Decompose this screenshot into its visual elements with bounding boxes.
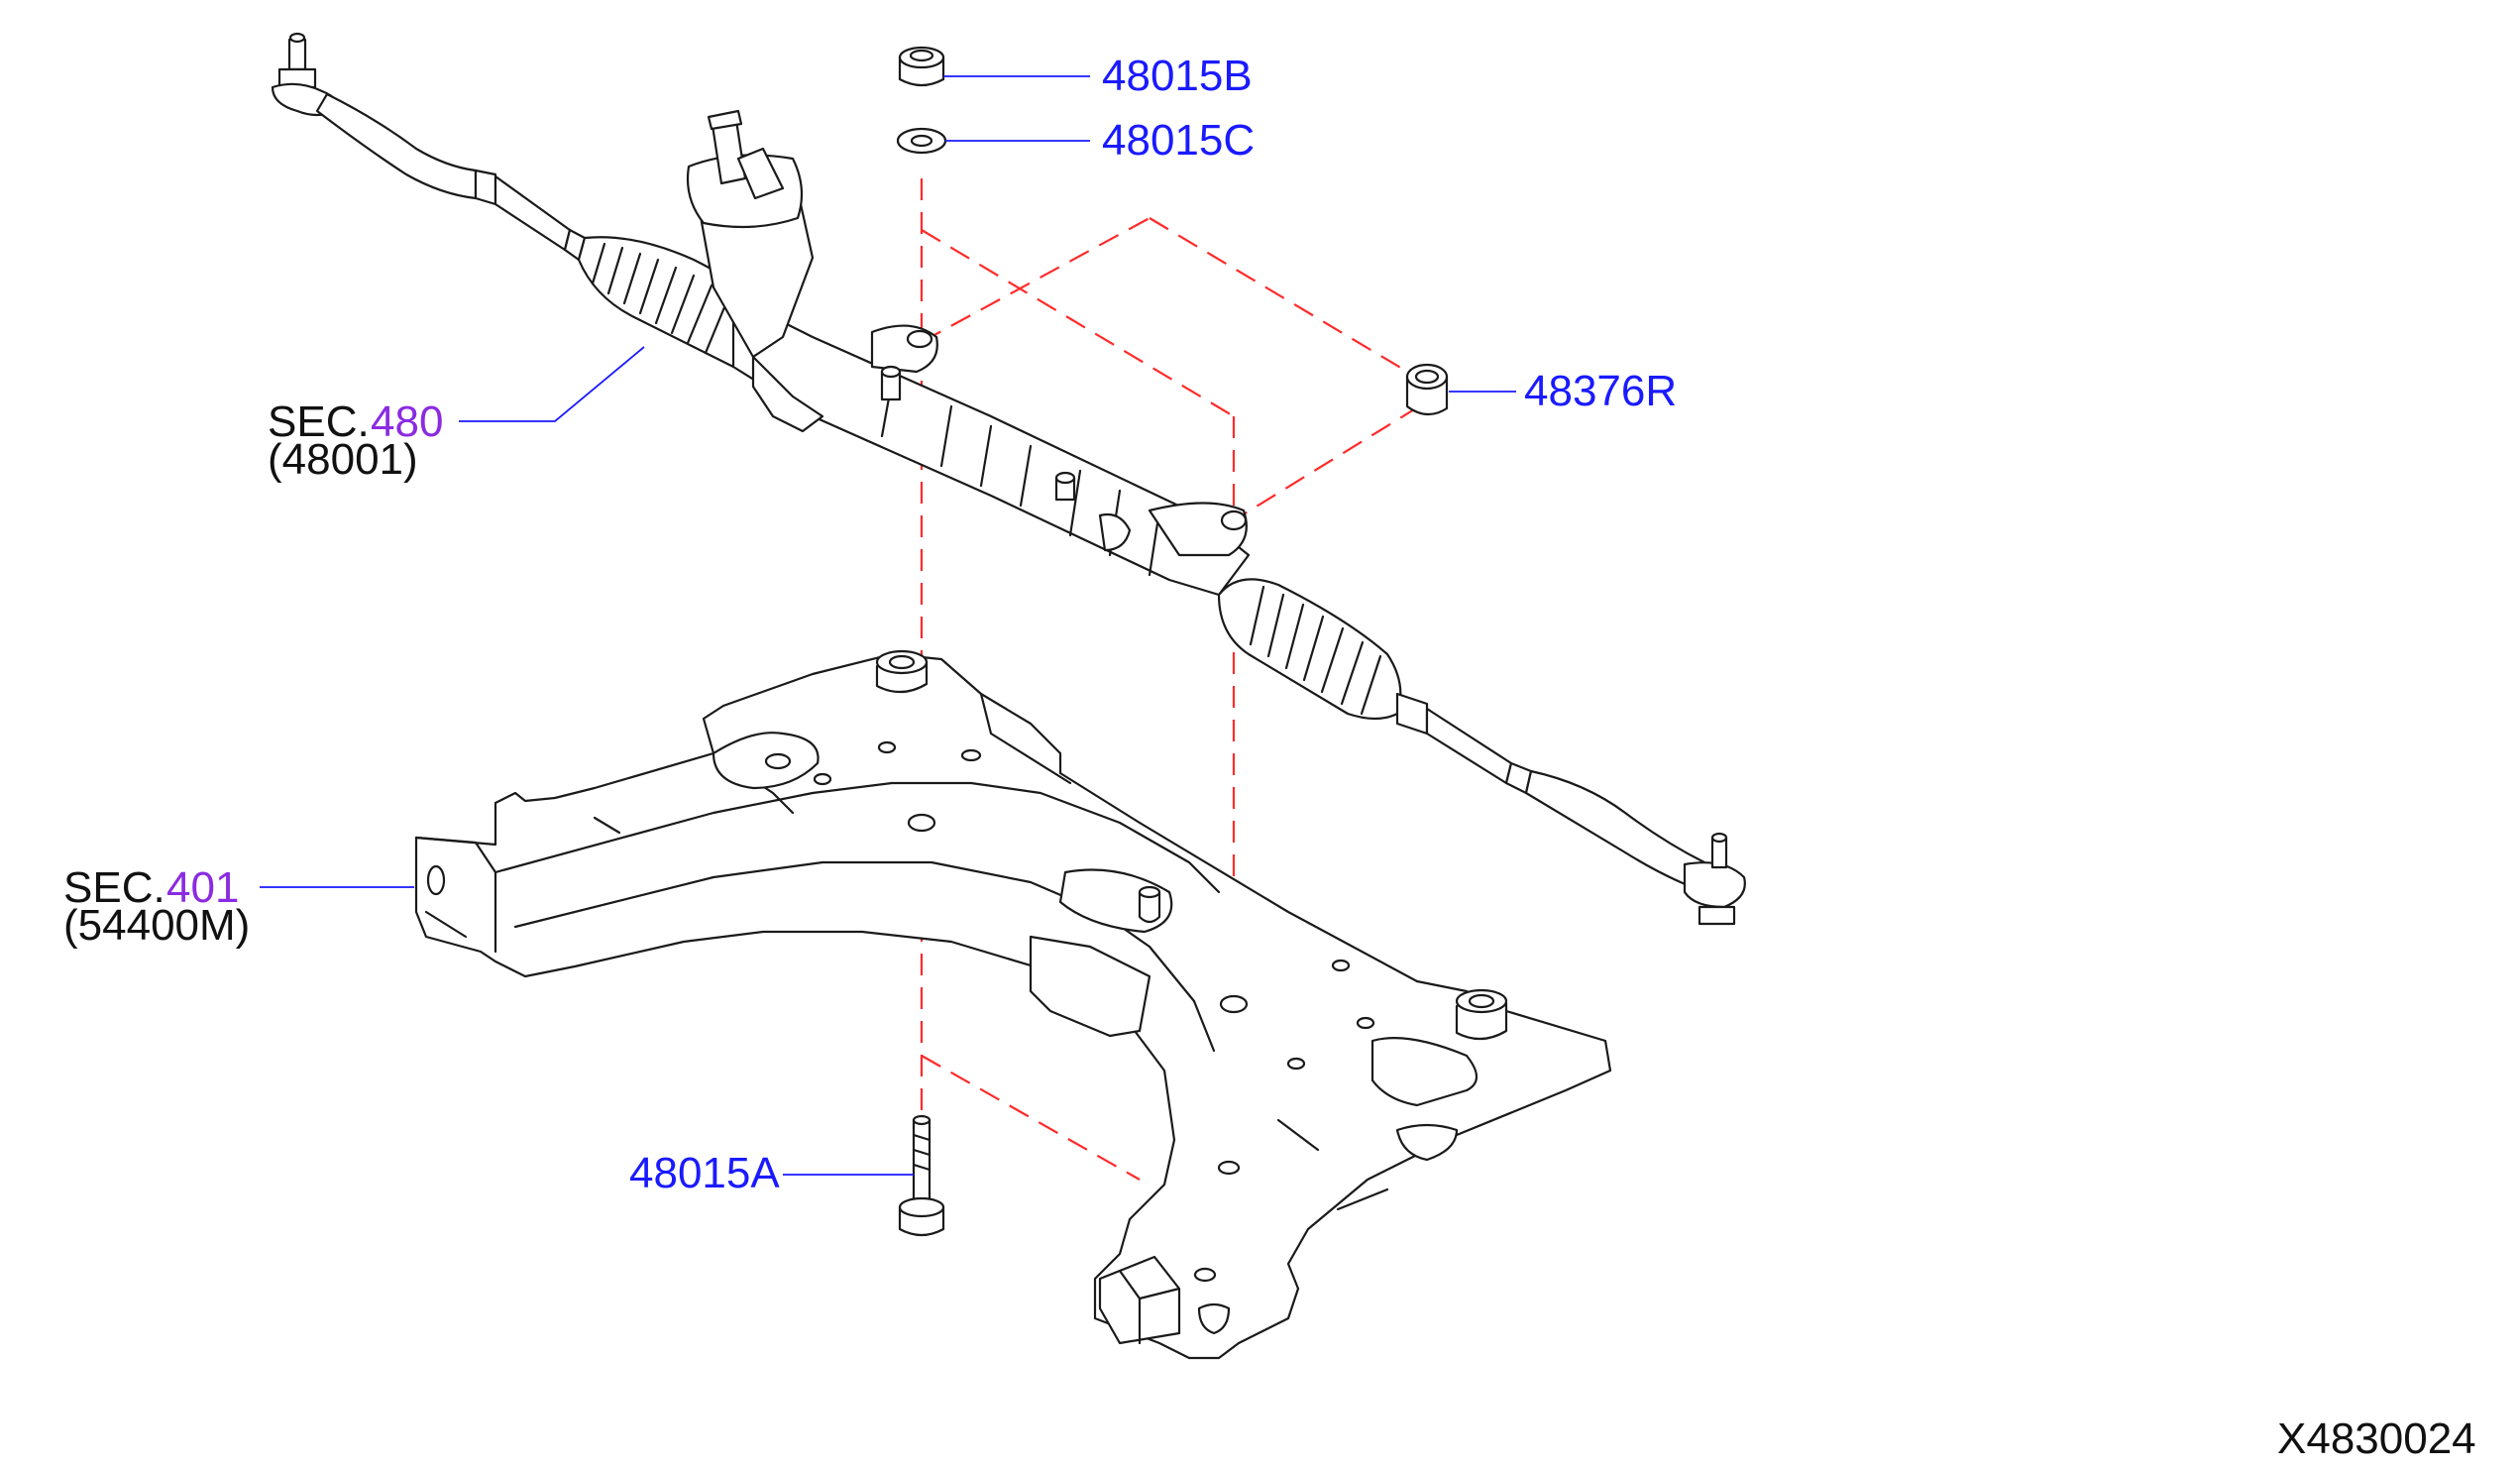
sec401-prefix: SEC. — [63, 863, 165, 912]
right-mount-tower — [1455, 988, 1508, 1041]
bolt-48015A — [898, 1114, 945, 1237]
label-48376R[interactable]: 48376R — [1524, 367, 1677, 415]
left-mount-tower — [875, 649, 929, 694]
bushing-48376R — [1405, 363, 1449, 416]
left-tie-rod-end — [271, 32, 478, 200]
right-rack-boot — [1217, 578, 1402, 721]
leader-lines — [260, 75, 1516, 1176]
rear-mount-block — [1098, 1255, 1231, 1345]
diagram-id: X4830024 — [2277, 1414, 2476, 1463]
label-48015B[interactable]: 48015B — [1102, 52, 1253, 100]
sec401-subcode: (54400M) — [63, 901, 250, 950]
label-48015A[interactable]: 48015A — [629, 1149, 780, 1197]
right-tie-rod-end — [1524, 769, 1746, 926]
right-mount-bracket — [1148, 502, 1248, 557]
label-48015C[interactable]: 48015C — [1102, 116, 1255, 165]
left-mount-bracket — [870, 324, 938, 401]
front-suspension-member — [414, 649, 1612, 1360]
sec480-link[interactable]: 480 — [371, 397, 443, 446]
sec480-subcode: (48001) — [268, 435, 418, 484]
steering-gear-assembly — [271, 32, 1746, 926]
sec480-prefix: SEC. — [268, 397, 370, 446]
washer-48015C — [896, 127, 947, 155]
pinion-housing — [686, 109, 824, 433]
nut-48015B — [898, 46, 945, 87]
sec401-link[interactable]: 401 — [166, 863, 239, 912]
